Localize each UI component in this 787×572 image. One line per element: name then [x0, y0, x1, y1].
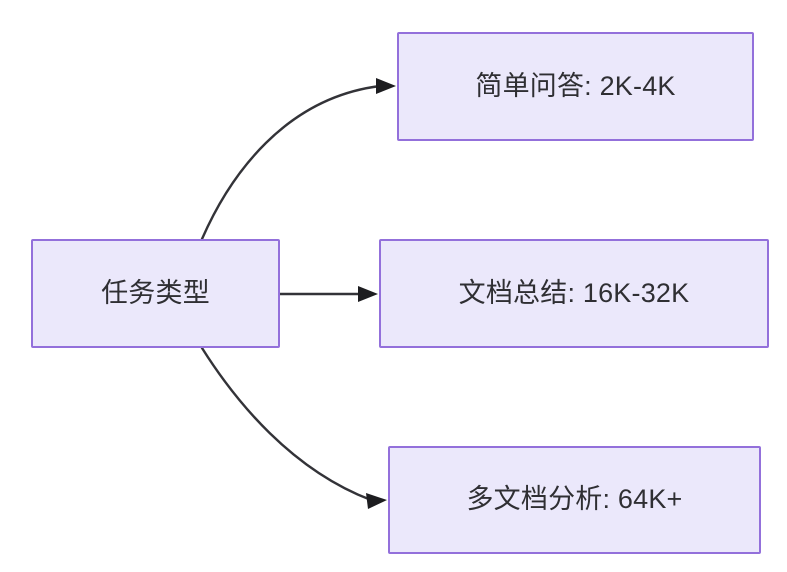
edge-task-type-to-doc-summary: [278, 286, 378, 302]
node-multi-doc-analysis[interactable]: 多文档分析: 64K+: [388, 446, 761, 554]
node-task-type-label: 任务类型: [101, 277, 210, 308]
node-doc-summary-label: 文档总结: 16K-32K: [458, 277, 690, 308]
node-simple-qa-label: 简单问答: 2K-4K: [475, 70, 676, 101]
node-multi-doc-analysis-label: 多文档分析: 64K+: [466, 484, 683, 515]
edge-task-type-to-multi-doc-analysis: [200, 346, 387, 509]
arrow-head-simple-qa: [376, 78, 396, 94]
edge-task-type-to-simple-qa: [200, 78, 396, 241]
arrow-head-doc-summary: [358, 286, 378, 302]
arrow-head-multi-doc-analysis: [366, 493, 387, 509]
edge-path-simple-qa: [200, 84, 382, 241]
node-task-type[interactable]: 任务类型: [31, 239, 280, 348]
node-doc-summary[interactable]: 文档总结: 16K-32K: [379, 239, 769, 348]
edge-path-multi-doc-analysis: [200, 346, 373, 502]
node-simple-qa[interactable]: 简单问答: 2K-4K: [397, 32, 754, 141]
